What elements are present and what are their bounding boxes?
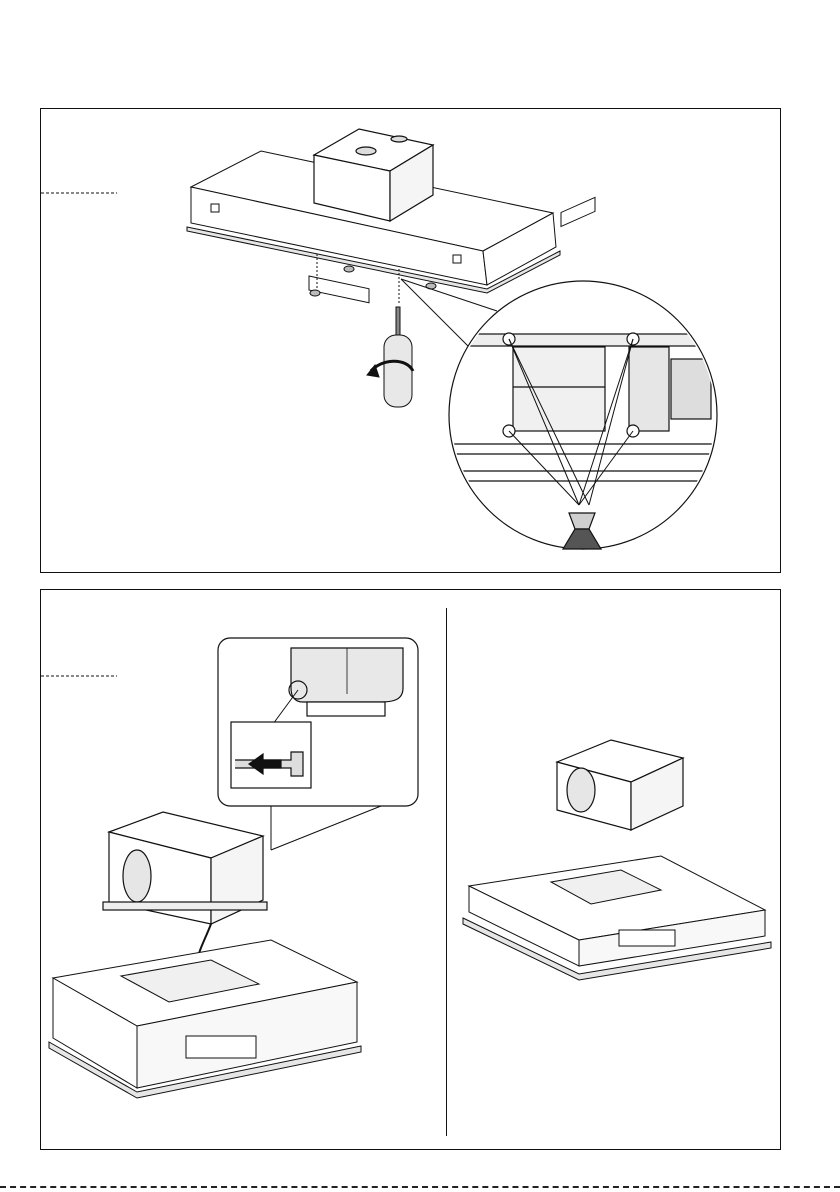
page-bottom-rule <box>0 1186 840 1188</box>
hood-body <box>463 856 771 980</box>
figure-panel-disconnect-and-lift <box>40 589 781 1150</box>
motor-box <box>557 740 683 830</box>
screwdriver-icon <box>367 307 413 407</box>
magnifier-callout <box>401 279 726 549</box>
figure-panel-remove-screws <box>40 108 781 573</box>
lift-motor-illustration <box>41 590 782 1151</box>
remove-screws-illustration <box>41 109 782 574</box>
